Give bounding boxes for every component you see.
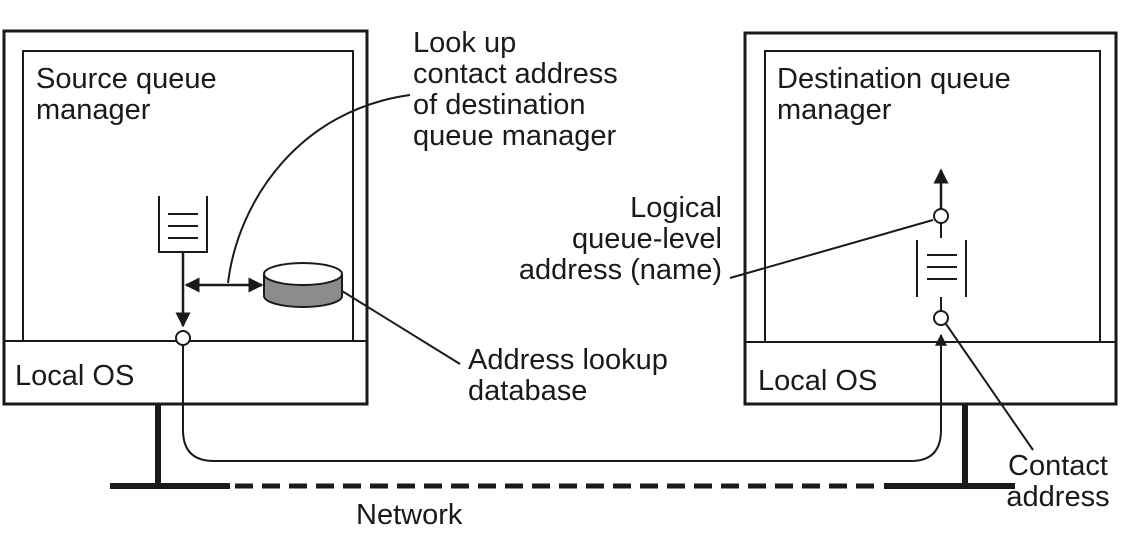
database-leader-line: [341, 290, 461, 365]
contact-address-annotation: Contact address: [1006, 450, 1110, 513]
address-database-annotation: Address lookup database: [468, 344, 668, 407]
destination-machine: [743, 31, 1118, 486]
destination-os-label: Local OS: [758, 365, 878, 397]
destination-queue-icon: [916, 240, 967, 297]
logical-address-leader-line: [729, 219, 934, 279]
network-label: Network: [356, 499, 463, 531]
destination-outer-box: [743, 31, 1118, 406]
destination-contact-point: [933, 310, 949, 326]
lookup-leader-line: [227, 94, 411, 284]
source-queue-icon: [158, 196, 208, 253]
source-queue-manager-title: Source queue manager: [36, 63, 217, 126]
logical-address-annotation: Logical queue-level address (name): [518, 192, 722, 286]
source-os-label: Local OS: [15, 360, 135, 392]
source-contact-point: [175, 330, 191, 346]
address-database-icon: [263, 262, 343, 308]
connection-path: [182, 333, 947, 462]
destination-queue-manager-title: Destination queue manager: [777, 63, 1011, 126]
lookup-annotation: Look up contact address of destination q…: [413, 27, 618, 152]
source-outer-box: [2, 29, 369, 406]
contact-address-leader-line: [945, 323, 1034, 451]
logical-address-point: [933, 208, 949, 224]
